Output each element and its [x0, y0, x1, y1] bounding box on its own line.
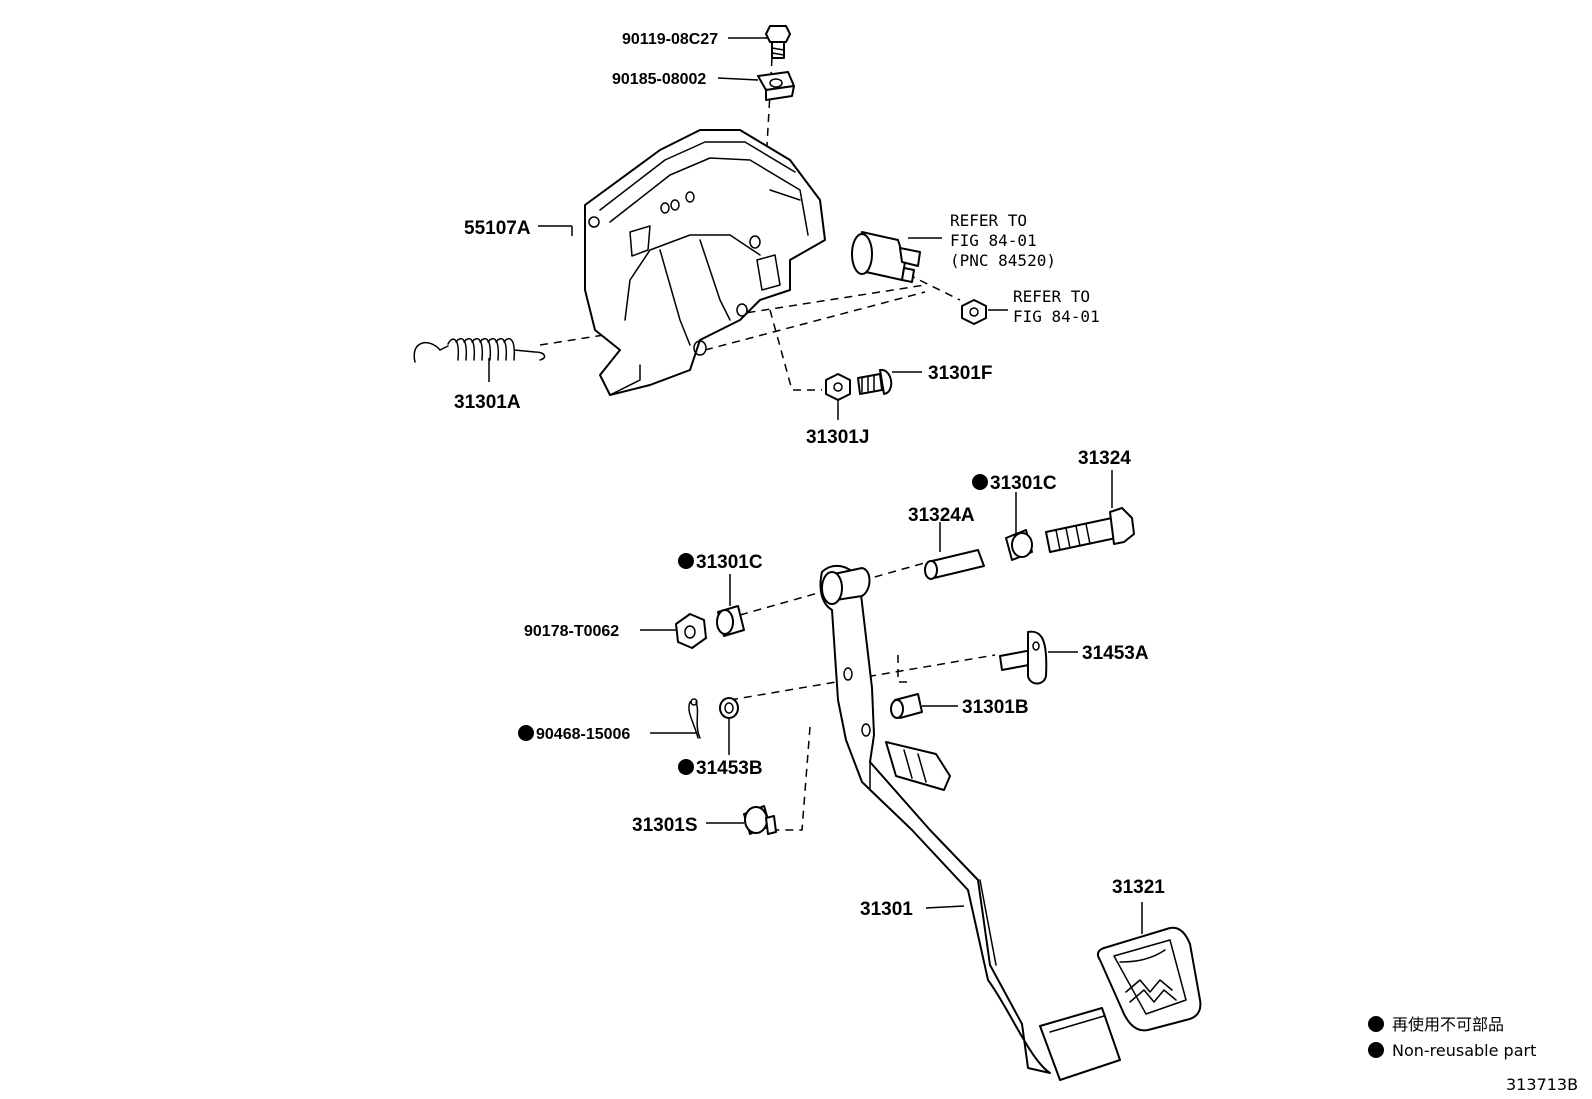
clip-31453B-part[interactable] — [719, 697, 739, 719]
label-31301C-left[interactable]: 31301C — [696, 552, 763, 573]
label-31301J[interactable]: 31301J — [806, 427, 869, 448]
label-31301[interactable]: 31301 — [860, 899, 913, 920]
bolt-31301F-part[interactable] — [857, 368, 893, 395]
non-reusable-legend-en-icon — [1368, 1042, 1384, 1058]
label-90178-T0062[interactable]: 90178-T0062 — [524, 623, 619, 640]
stop-lamp-switch-ref-part[interactable] — [851, 231, 921, 283]
label-90119-08C27[interactable]: 90119-08C27 — [622, 31, 718, 48]
label-90185-08002[interactable]: 90185-08002 — [612, 71, 706, 88]
nut-90178-part[interactable] — [675, 613, 707, 649]
refer-to-label-1: REFER TO — [950, 211, 1027, 230]
label-31301F[interactable]: 31301F — [928, 363, 992, 384]
pedal-arm-31301-part[interactable] — [819, 564, 1121, 1081]
label-31301C-top[interactable]: 31301C — [990, 473, 1057, 494]
label-31453A[interactable]: 31453A — [1082, 643, 1149, 664]
label-55107A[interactable]: 55107A — [464, 218, 531, 239]
pedal-pad-31321-part[interactable] — [1096, 926, 1202, 1032]
bushing-31301C-top-part[interactable] — [1005, 529, 1033, 561]
refer-to-label-2: REFER TO — [1013, 287, 1090, 306]
label-31324[interactable]: 31324 — [1078, 448, 1131, 469]
cushion-31301B-part[interactable] — [890, 693, 923, 719]
nut-31301J-part[interactable] — [825, 373, 851, 401]
bolt-90119-part[interactable] — [765, 25, 791, 59]
non-reusable-marker-icon — [678, 759, 694, 775]
label-31301B[interactable]: 31301B — [962, 697, 1029, 718]
bolt-31324-part[interactable] — [1045, 507, 1135, 553]
collar-31324A-part[interactable] — [924, 549, 985, 580]
return-spring-31301A-part[interactable] — [413, 337, 546, 363]
lock-nut-ref-part[interactable] — [961, 299, 987, 325]
legend: 再使用不可部品 Non-reusable part — [1368, 1015, 1536, 1060]
legend-text-en: Non-reusable part — [1392, 1041, 1536, 1060]
bushing-31301C-left-part[interactable] — [716, 605, 745, 637]
non-reusable-legend-jp-icon — [1368, 1016, 1384, 1032]
clip-nut-90185-part[interactable] — [757, 71, 795, 101]
refer-fig-label-1[interactable]: FIG 84-01 — [950, 231, 1037, 250]
non-reusable-marker-icon — [972, 474, 988, 490]
non-reusable-marker-icon — [518, 725, 534, 741]
stopper-31301S-part[interactable] — [743, 805, 777, 835]
cotter-pin-90468-part[interactable] — [688, 698, 701, 739]
label-31453B[interactable]: 31453B — [696, 758, 763, 779]
part-labels: 90119-08C27 90185-08002 55107A REFER TO … — [454, 31, 1165, 920]
label-90468-15006[interactable]: 90468-15006 — [536, 726, 630, 743]
label-31324A[interactable]: 31324A — [908, 505, 975, 526]
label-31321[interactable]: 31321 — [1112, 877, 1165, 898]
figure-id: 313713B — [1506, 1075, 1578, 1094]
leader-lines — [488, 37, 1143, 934]
refer-fig-label-2[interactable]: FIG 84-01 — [1013, 307, 1100, 326]
non-reusable-marker-icon — [678, 553, 694, 569]
bracket-55107A-part[interactable] — [584, 129, 826, 396]
label-31301S[interactable]: 31301S — [632, 815, 698, 836]
refer-pnc-label-1: (PNC 84520) — [950, 251, 1056, 270]
legend-text-jp: 再使用不可部品 — [1392, 1015, 1504, 1034]
pin-31453A-part[interactable] — [999, 630, 1048, 685]
label-31301A[interactable]: 31301A — [454, 392, 521, 413]
